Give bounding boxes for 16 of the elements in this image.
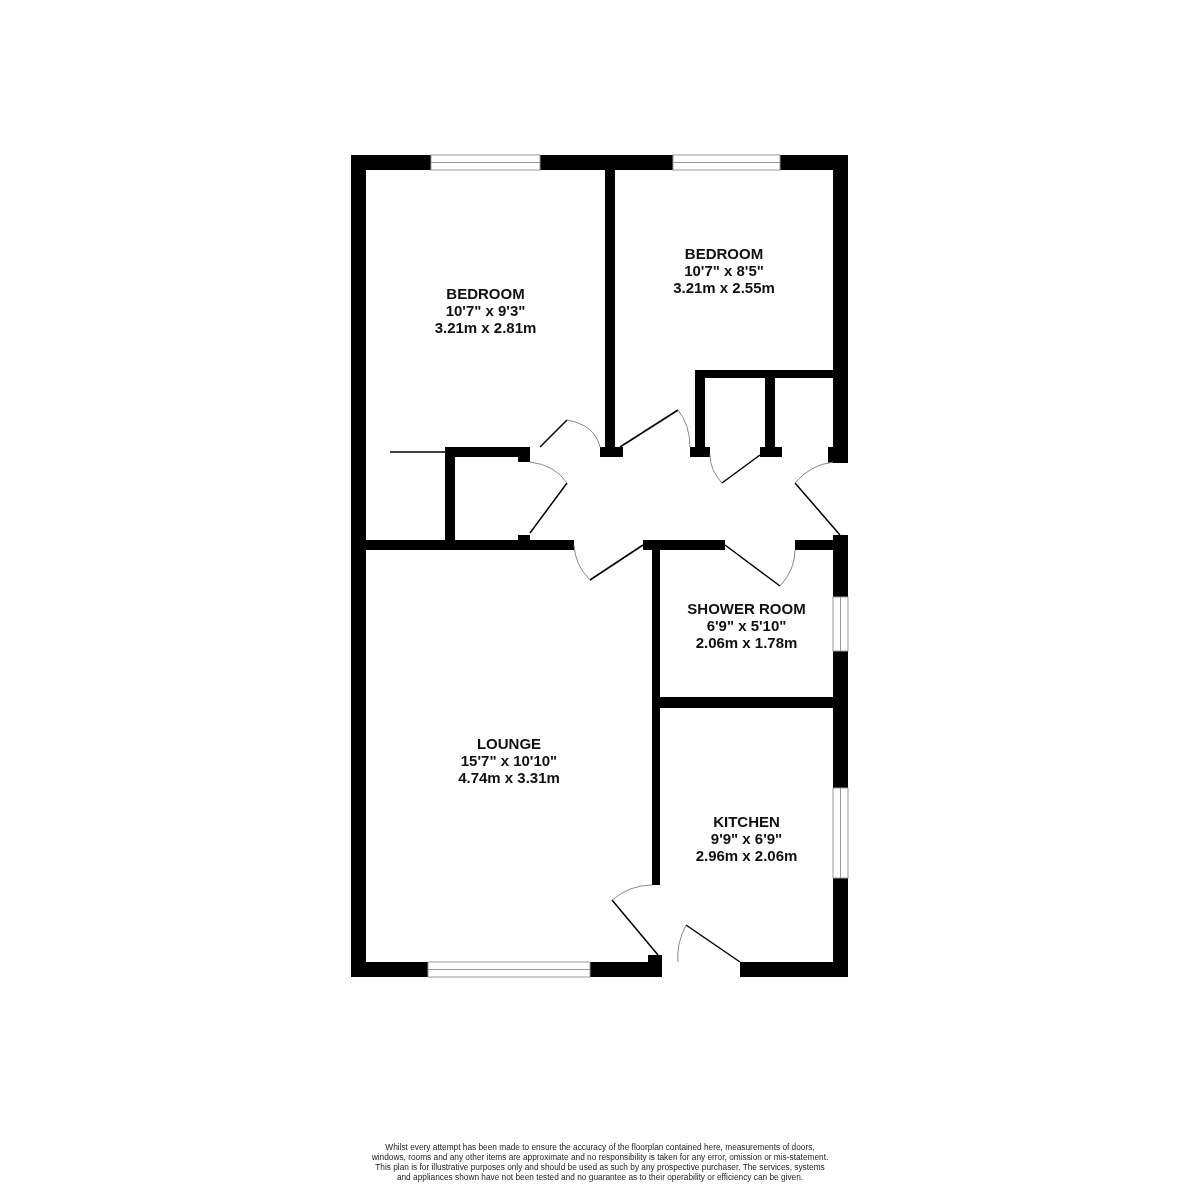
- room-dimensions: 3.21m x 2.55m: [673, 278, 775, 296]
- room-name: BEDROOM: [446, 284, 525, 302]
- room-dimensions: 2.96m x 2.06m: [695, 846, 798, 864]
- room-dimensions: 10'7" x 9'3": [445, 301, 526, 319]
- room-dimensions: 2.06m x 1.78m: [695, 633, 798, 651]
- room-dimensions: 10'7" x 8'5": [684, 261, 764, 279]
- room-name: LOUNGE: [476, 734, 542, 752]
- disclaimer-text: Whilst every attempt has been made to ensure the accuracy of the floorplan contained here, measurements of doors, windows, rooms and any other items are approximate and no responsibility is taken for any error, omission or mis-statement. This plan is for illustrative purposes only and should be used as such by any prospective purchaser. The services, systems and appliances shown have not been tested and no guarantee as to their operability or efficiency can be given.: [370, 1142, 830, 1182]
- room-name: BEDROOM: [684, 244, 764, 262]
- room-dimensions: 6'9" x 5'10": [706, 616, 787, 634]
- room-name: KITCHEN: [713, 812, 780, 830]
- room-name: SHOWER ROOM: [687, 599, 806, 617]
- room-dimensions: 4.74m x 3.31m: [458, 768, 560, 786]
- room-dimensions: 3.21m x 2.81m: [434, 318, 537, 336]
- room-dimensions: 9'9" x 6'9": [710, 829, 783, 847]
- room-dimensions: 15'7" x 10'10": [460, 751, 558, 769]
